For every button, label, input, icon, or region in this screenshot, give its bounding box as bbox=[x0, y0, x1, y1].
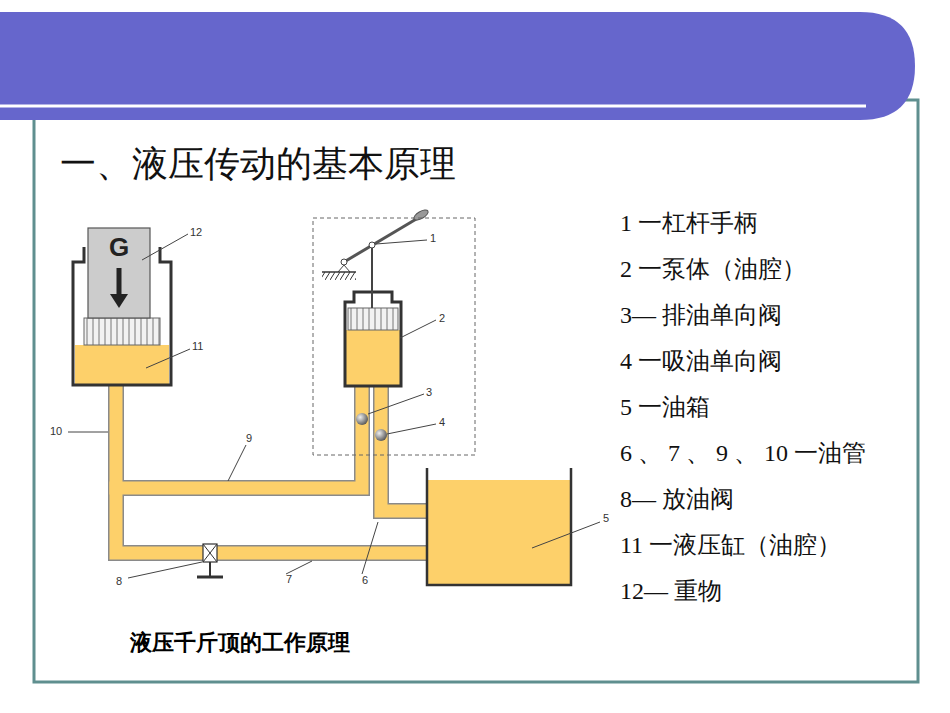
slide-frame bbox=[34, 100, 918, 682]
callout-number: 3 bbox=[426, 386, 432, 398]
leader-lines bbox=[68, 234, 600, 578]
callout-number: 4 bbox=[439, 416, 445, 428]
oil-pipes bbox=[116, 382, 426, 553]
oil-pipes-outline bbox=[116, 380, 428, 553]
callout-number: 5 bbox=[603, 512, 609, 524]
callout-number: 6 bbox=[362, 574, 368, 586]
part-legend-line: 2 一泵体（油腔） bbox=[620, 246, 912, 292]
part-legend-line: 5 一油箱 bbox=[620, 384, 912, 430]
pump bbox=[345, 246, 401, 386]
header-rule bbox=[0, 105, 866, 108]
weight-symbol: G bbox=[88, 232, 150, 262]
drain-valve bbox=[197, 544, 223, 577]
pump-group bbox=[313, 218, 475, 455]
weight bbox=[88, 228, 150, 318]
parts-list: 1 一杠杆手柄2 一泵体（油腔）3— 排油单向阀4 一吸油单向阀5 一油箱6 、… bbox=[620, 200, 912, 614]
part-legend-line: 11 一液压缸（油腔） bbox=[620, 522, 912, 568]
callout-number: 9 bbox=[246, 432, 252, 444]
part-legend-line: 3— 排油单向阀 bbox=[620, 292, 912, 338]
oil-tank bbox=[427, 468, 571, 585]
callout-number: 2 bbox=[439, 312, 445, 324]
lever-handle bbox=[322, 208, 430, 280]
part-legend-line: 6 、 7 、 9 、 10 一油管 bbox=[620, 430, 912, 476]
callout-number: 10 bbox=[50, 425, 62, 437]
part-legend-line: 8— 放油阀 bbox=[620, 476, 912, 522]
part-legend-line: 4 一吸油单向阀 bbox=[620, 338, 912, 384]
slide-title: 一、液压传动的基本原理 bbox=[60, 140, 456, 189]
figure-caption: 液压千斤顶的工作原理 bbox=[130, 628, 350, 658]
weight-box: G bbox=[88, 232, 150, 318]
callout-number: 11 bbox=[192, 340, 203, 352]
callout-number: 8 bbox=[116, 575, 122, 587]
suction-check-valve bbox=[375, 429, 387, 441]
callout-number: 12 bbox=[190, 226, 202, 238]
discharge-check-valve bbox=[356, 413, 368, 425]
callout-number: 7 bbox=[286, 573, 292, 585]
part-legend-line: 12— 重物 bbox=[620, 568, 912, 614]
header-bar bbox=[0, 12, 915, 120]
part-legend-line: 1 一杠杆手柄 bbox=[620, 200, 912, 246]
callout-number: 1 bbox=[430, 232, 436, 244]
